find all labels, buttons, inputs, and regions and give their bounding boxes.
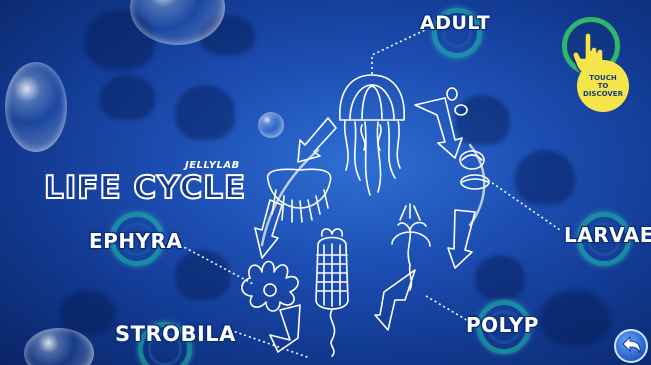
stage-label-larvae[interactable]: LARVAE xyxy=(564,223,651,247)
adult-jellyfish-illustration xyxy=(340,75,404,195)
cycle-arc xyxy=(262,150,318,245)
cycle-arrow xyxy=(448,210,475,268)
stage-label-ephyra[interactable]: EPHYRA xyxy=(89,229,182,253)
touch-to-discover-button[interactable]: TOUCH TO DISCOVER xyxy=(560,14,640,109)
strobila-illustration xyxy=(316,229,348,356)
back-arrow-icon xyxy=(616,331,646,361)
touch-label-line1: TOUCH xyxy=(577,74,629,82)
touch-bubble: TOUCH TO DISCOVER xyxy=(577,60,629,112)
cycle-arrow xyxy=(415,98,462,158)
stage-label-strobila[interactable]: STROBILA xyxy=(115,322,236,346)
page-title: LIFE CYCLE xyxy=(44,170,246,206)
cycle-arrow xyxy=(375,270,415,330)
cycle-arrow xyxy=(298,118,336,162)
cycle-arrow xyxy=(255,200,282,258)
stage-label-polyp[interactable]: POLYP xyxy=(466,313,539,337)
polyp-illustration xyxy=(392,204,430,290)
touch-label-line3: DISCOVER xyxy=(577,90,629,98)
back-button[interactable] xyxy=(614,329,648,363)
ephyra-illustration xyxy=(242,169,331,311)
touch-label-line2: TO xyxy=(577,82,629,90)
stage-label-adult[interactable]: ADULT xyxy=(420,12,490,34)
